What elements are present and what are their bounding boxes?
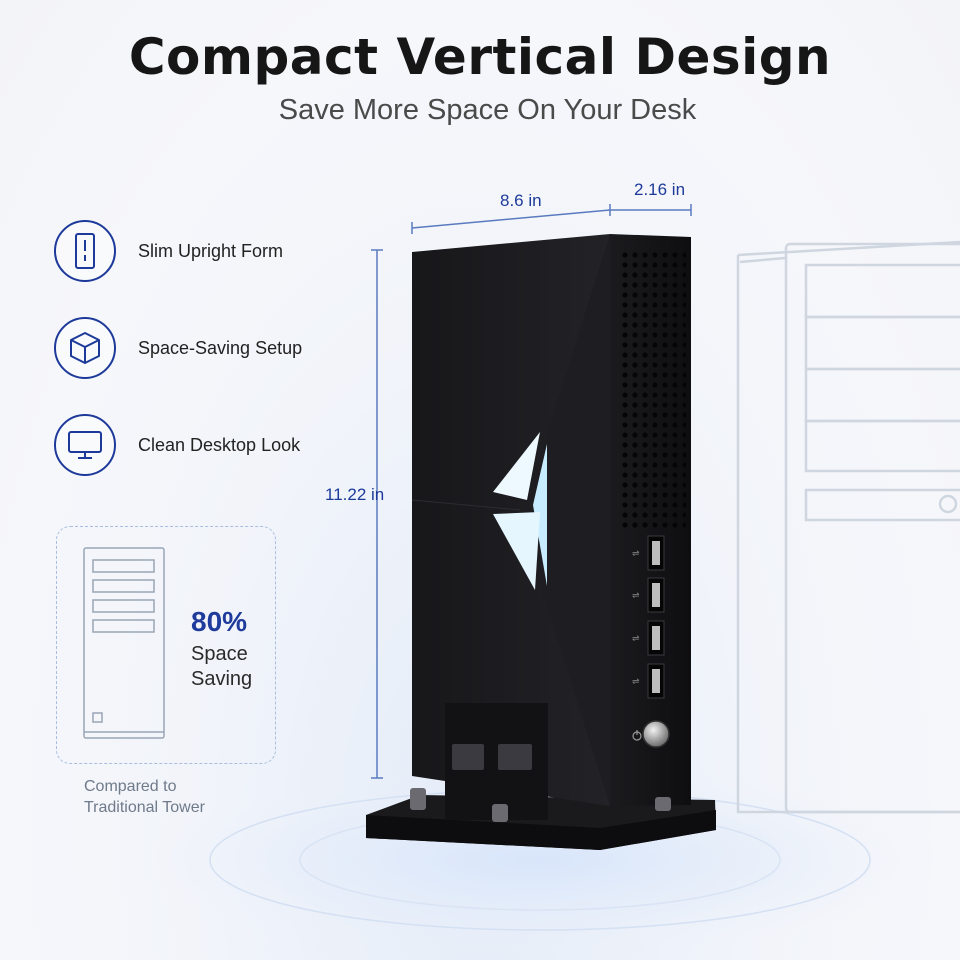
comparison-note: Compared to Traditional Tower [84, 776, 205, 818]
comparison-card [56, 526, 276, 764]
usb-ports: ⇌ ⇌ ⇌ ⇌ [632, 535, 665, 699]
vent-grille [620, 252, 686, 532]
slim-tower-icon [54, 220, 116, 282]
feature-label: Slim Upright Form [138, 240, 284, 261]
space-label: Space [191, 643, 248, 665]
page-subtitle: Save More Space On Your Desk [278, 94, 697, 126]
traditional-tower-text: Traditional Tower [84, 799, 205, 816]
height-dimension-label: 11.22 in [325, 485, 385, 504]
front-facet [520, 234, 610, 806]
feature-space-saving: Space-Saving Setup [54, 317, 302, 379]
monitor-icon [54, 414, 116, 476]
space-saving-label: Space Saving [191, 642, 252, 692]
page-title: Compact Vertical Design [128, 28, 832, 86]
svg-text:⇌: ⇌ [632, 634, 640, 644]
width-dimension-label: 8.6 in [500, 191, 542, 210]
feature-slim-upright: Slim Upright Form [54, 220, 283, 282]
compared-to-text: Compared to [84, 778, 177, 795]
feature-clean-desktop: Clean Desktop Look [54, 414, 300, 476]
depth-dimension-label: 2.16 in [634, 180, 686, 199]
svg-text:⇌: ⇌ [632, 677, 640, 687]
power-button [632, 720, 670, 748]
front-crease [411, 499, 521, 511]
stand-bracket [410, 703, 671, 822]
feature-label: Space-Saving Setup [138, 337, 303, 358]
svg-text:⇌: ⇌ [632, 591, 640, 601]
space-saving-percent: 80% [191, 606, 248, 637]
device-logo [493, 432, 547, 590]
feature-label: Clean Desktop Look [138, 434, 301, 455]
svg-text:⇌: ⇌ [632, 549, 640, 559]
cube-icon [54, 317, 116, 379]
traditional-tower-outline [736, 240, 960, 814]
saving-label: Saving [191, 668, 253, 690]
dimension-lines [371, 204, 692, 779]
